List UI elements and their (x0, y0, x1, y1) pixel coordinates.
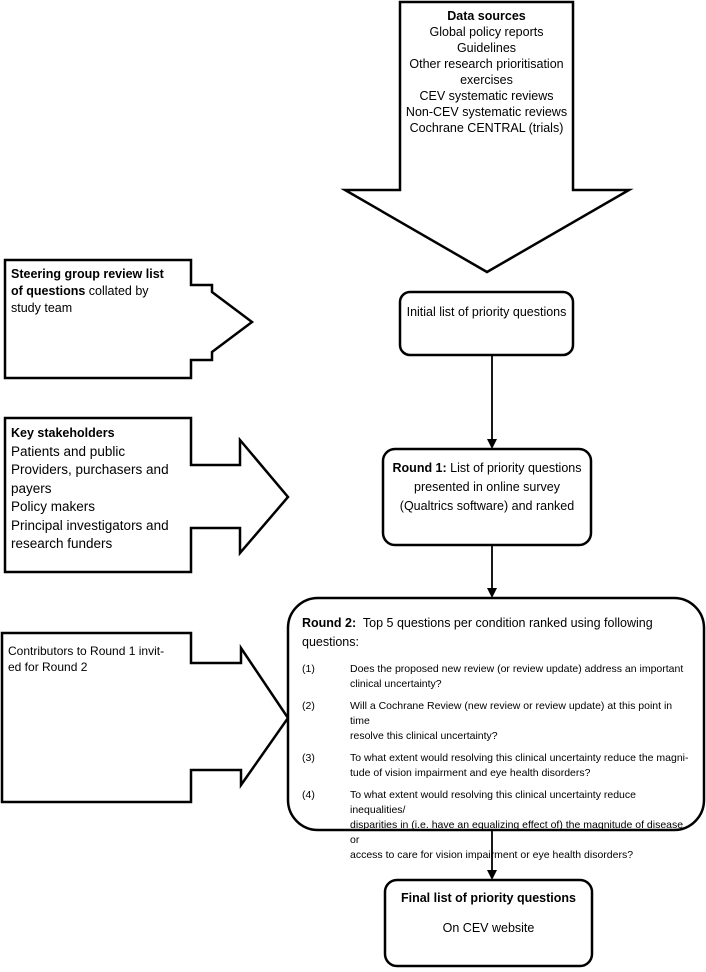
round1-box (381, 447, 593, 547)
question-number: (4) (302, 789, 315, 801)
stakeholder-item: Patients and public (11, 443, 126, 459)
round2-bold: Round 2: (302, 616, 357, 630)
steering-text: Steering group review list of questions … (11, 266, 196, 317)
round2-box (286, 596, 706, 832)
data-source-item: Cochrane CENTRAL (trials) (409, 121, 564, 135)
data-sources-text: Data sources Global policy reports Guide… (400, 8, 573, 136)
contributors-line1: Contributors to Round 1 invit- (8, 644, 165, 658)
question-text: Will a Cochrane Review (new review or re… (350, 700, 673, 727)
question-item: (1) Does the proposed new review (or rev… (302, 662, 694, 692)
question-text: To what extent would resolving this clin… (350, 752, 689, 764)
round2-heading-rest: Top 5 questions per condition ranked usi… (356, 616, 653, 630)
data-source-item: Global policy reports (429, 25, 544, 39)
question-text: tude of vision impairment and eye health… (350, 767, 591, 779)
question-number: (2) (302, 700, 315, 712)
stakeholders-arrow-shape (3, 416, 290, 574)
round2-question-list: (1) Does the proposed new review (or rev… (302, 662, 694, 863)
stakeholder-item: Providers, purchasers and (11, 462, 169, 477)
question-text: clinical uncertainty? (350, 678, 442, 690)
initial-list-box (398, 290, 575, 357)
question-text: disparities in (i.e. have an equalizing … (350, 819, 684, 846)
data-source-item: CEV systematic reviews (419, 89, 554, 103)
question-text: To what extent would resolving this clin… (350, 789, 636, 816)
steering-arrow-shape (3, 258, 255, 380)
final-subtitle: On CEV website (442, 921, 535, 935)
steering-bold-line2: of questions (11, 284, 86, 298)
question-item: (3) To what extent would resolving this … (302, 751, 694, 781)
stakeholder-item: Principal investigators and (11, 517, 169, 533)
stakeholder-item: Policy makers (11, 499, 96, 514)
final-box (383, 878, 594, 968)
question-text: resolve this clinical uncertainty? (350, 730, 498, 742)
question-number: (3) (302, 752, 315, 764)
stakeholders-text: Key stakeholders Patients and public Pro… (11, 424, 196, 554)
steering-line3: study team (11, 301, 73, 315)
contributors-text: Contributors to Round 1 invit- ed for Ro… (8, 643, 193, 675)
stakeholder-item: research funders (11, 536, 113, 551)
contributors-arrow-shape (0, 631, 290, 804)
question-text: access to care for vision impairment or … (350, 849, 634, 861)
final-text: Final list of priority questions On CEV … (385, 890, 592, 936)
question-item: (2) Will a Cochrane Review (new review o… (302, 699, 694, 744)
stakeholder-item: payers (11, 480, 52, 496)
round1-line1: List of priority questions (446, 461, 582, 475)
data-source-item: exercises (460, 73, 513, 87)
data-sources-arrow-shape (340, 0, 634, 274)
steering-rest-line2: collated by (85, 284, 149, 298)
round1-text: Round 1: List of priority questions pres… (383, 459, 591, 516)
round1-bold: Round 1: (392, 461, 447, 475)
contributors-line2: ed for Round 2 (8, 660, 88, 674)
round2-heading: Round 2: Top 5 questions per condition r… (302, 614, 694, 652)
steering-bold-line1: Steering group review list (11, 267, 164, 281)
stakeholders-title: Key stakeholders (11, 426, 115, 440)
initial-list-label: Initial list of priority questions (406, 305, 567, 319)
data-source-item: Non-CEV systematic reviews (405, 105, 568, 119)
round1-line2: presented in online survey (414, 480, 560, 494)
data-source-item: Other research prioritisation (409, 57, 564, 71)
round2-text: Round 2: Top 5 questions per condition r… (302, 614, 694, 870)
question-item: (4) To what extent would resolving this … (302, 788, 694, 863)
data-sources-title: Data sources (447, 9, 526, 23)
round2-heading-line2: questions: (302, 635, 359, 649)
round1-line3: (Qualtrics software) and ranked (399, 499, 575, 513)
question-text: Does the proposed new review (or review … (350, 663, 684, 675)
final-title: Final list of priority questions (400, 891, 576, 905)
question-number: (1) (302, 663, 315, 675)
data-source-item: Guidelines (456, 41, 517, 55)
